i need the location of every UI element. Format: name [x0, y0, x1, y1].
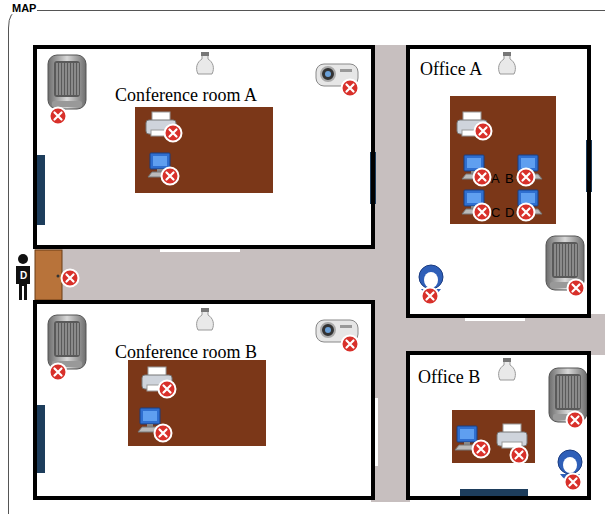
room-floor [35, 47, 589, 498]
room-name: Conference room B [115, 342, 257, 363]
heater-icon [48, 55, 587, 422]
printer-icon [142, 112, 527, 448]
map-title: MAP [11, 3, 37, 14]
room-name: Office A [420, 59, 482, 80]
window [33, 140, 592, 498]
map-frame [9, 11, 605, 514]
room: Conference room A [33, 45, 375, 249]
computer-tag: A [491, 172, 500, 185]
user-icon [419, 265, 582, 481]
table [128, 96, 556, 463]
room: Conference room B [33, 300, 375, 500]
computer-tag: C [491, 206, 500, 219]
corridor [35, 45, 605, 502]
room: Office B [406, 351, 591, 500]
room-name: Office B [418, 367, 480, 388]
entrance-door [35, 250, 62, 300]
room-name: Conference room A [115, 85, 257, 106]
computer-tag: B [505, 172, 514, 185]
computer-tag: D [505, 206, 514, 219]
person-tag: D [20, 271, 27, 281]
person-icon [16, 254, 30, 300]
status-x [50, 80, 585, 491]
